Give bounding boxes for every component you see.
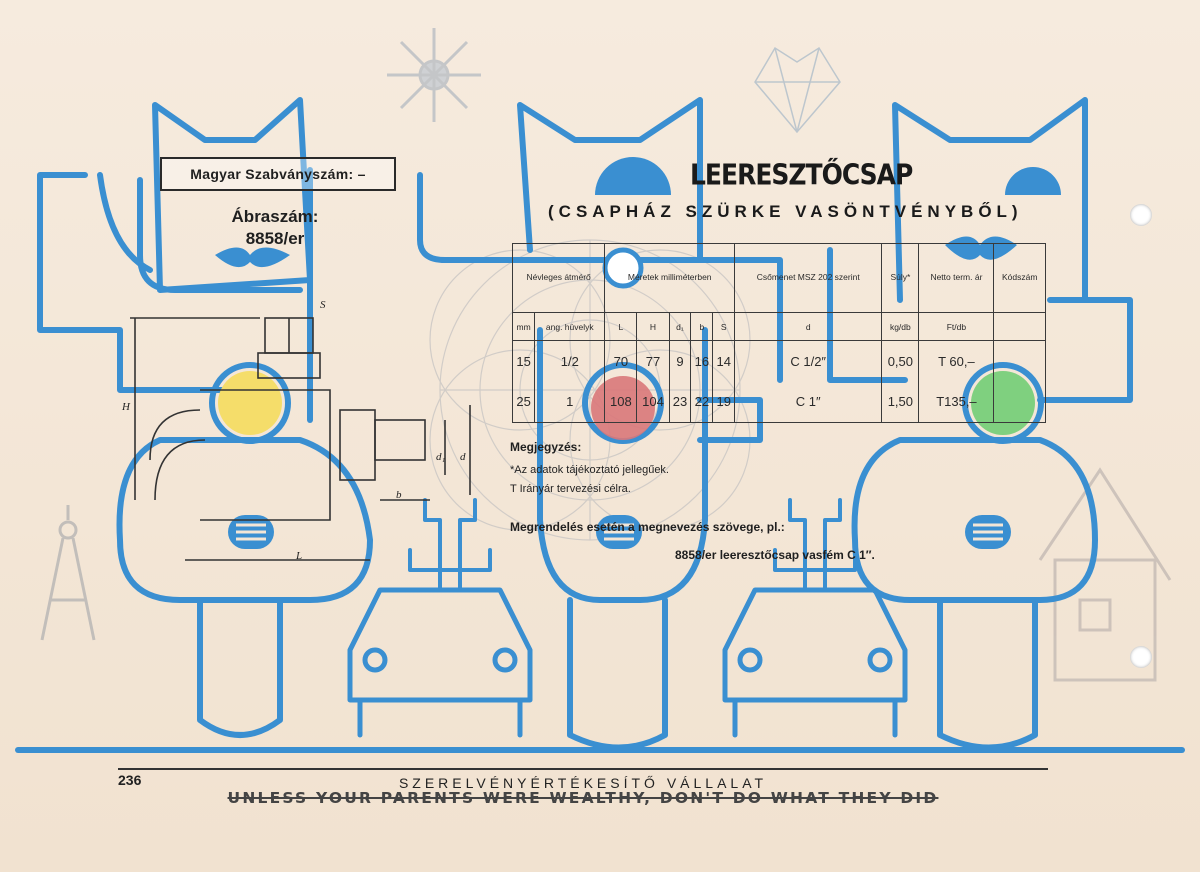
table-cell: 77 (636, 340, 670, 382)
order-example: 8858/er leeresztőcsap vasfém C 1″. (675, 548, 875, 562)
unit-cell: H (636, 311, 670, 342)
unit-cell: d (734, 311, 883, 342)
spec-table: Névleges átmérő Méretek milliméterben Cs… (511, 243, 1046, 423)
car-icon-right (722, 587, 908, 738)
dim-label-b: b (396, 489, 402, 501)
mustache-icon (215, 247, 290, 268)
table-cell: 9 (668, 340, 692, 382)
cat-rider-middle (417, 97, 783, 751)
table-cell: 1 (534, 381, 606, 423)
table-cell: 70 (604, 340, 638, 382)
castle-icon-left (408, 498, 492, 592)
table-cell: 14 (712, 340, 736, 382)
col-thread: Csőmenet MSZ 202 szerint (734, 243, 883, 313)
table-cell: 1,50 (881, 381, 920, 423)
table-cell: 15 (511, 340, 536, 382)
col-dimensions: Méretek milliméterben (604, 243, 736, 313)
unit-cell: Ft/db (918, 311, 995, 342)
table-row: 15 1/2 70 77 9 16 14 C 1/2″ 0,50 T 60,– (511, 340, 1046, 382)
slogan: UNLESS YOUR PARENTS WERE WEALTHY, DON'T … (227, 789, 939, 807)
company-name: SZERELVÉNYÉRTÉKESÍTŐ VÁLLALAT (398, 775, 768, 791)
cat-rider-left (37, 97, 373, 738)
standard-label: Magyar Szabványszám: – (190, 166, 366, 182)
col-code: Kódszám (993, 243, 1046, 313)
unit-cell: L (604, 311, 638, 342)
order-text: Megrendelés esetén a megnevezés szövege,… (510, 520, 785, 534)
notes-line-1: *Az adatok tájékoztató jellegűek. (510, 464, 669, 476)
table-header-row: Névleges átmérő Méretek milliméterben Cs… (511, 243, 1046, 313)
table-cell: 108 (604, 381, 638, 423)
notes-line-2: T Irányár tervezési célra. (510, 483, 631, 495)
dim-label-d1: d₁ (436, 451, 446, 463)
footer-rule (118, 768, 1048, 770)
unit-cell: mm (511, 311, 536, 342)
page-title: LEERESZTŐCSAP (690, 157, 913, 192)
table-cell: T 60,– (918, 340, 995, 382)
dim-label-s: S (320, 299, 326, 311)
cat-face-left (215, 247, 290, 268)
notes-heading: Megjegyzés: (510, 440, 582, 454)
page-subtitle: (CSAPHÁZ SZÜRKE VASÖNTVÉNYBŐL) (548, 202, 1023, 221)
castle-icon-right (773, 498, 857, 592)
table-units-row: mm ang. hüvelyk L H d₁ b S d kg/db Ft/db (511, 311, 1046, 342)
sun-icon (387, 28, 481, 122)
standard-number-box: Magyar Szabványszám: – (160, 157, 396, 191)
table-cell (993, 340, 1046, 382)
table-cell: C 1/2″ (734, 340, 883, 382)
figure-number: 8858/er (245, 229, 305, 248)
unit-cell: S (712, 311, 736, 342)
car-icon-left (347, 587, 533, 738)
punch-hole-top (1130, 204, 1152, 226)
unit-cell: kg/db (881, 311, 920, 342)
table-cell: 0,50 (881, 340, 920, 382)
unit-cell: ang. hüvelyk (534, 311, 606, 342)
table-row: 25 1 108 104 23 22 19 C 1″ 1,50 T135,– (511, 381, 1046, 423)
house-icon (1038, 467, 1172, 682)
table-cell: 19 (712, 381, 736, 423)
col-nominal: Névleges átmérő (511, 243, 606, 313)
unit-cell: b (690, 311, 714, 342)
unit-cell (993, 311, 1046, 342)
table-cell: C 1″ (734, 381, 883, 423)
page-number: 236 (118, 772, 142, 788)
col-weight: Súly* (881, 243, 920, 313)
punch-hole-bottom (1130, 646, 1152, 668)
dim-label-h: H (121, 401, 131, 413)
table-cell: 25 (511, 381, 536, 423)
figure-label: Ábraszám: (231, 207, 319, 226)
notes-block: Megjegyzés: *Az adatok tájékoztató jelle… (510, 440, 669, 502)
table-cell: 16 (690, 340, 714, 382)
table-cell (993, 381, 1046, 423)
col-price: Netto term. ár (918, 243, 995, 313)
dim-label-l: L (295, 550, 302, 562)
table-cell: T135,– (918, 381, 995, 423)
table-cell: 23 (668, 381, 692, 423)
dim-label-d: d (460, 451, 466, 463)
unit-cell: d₁ (668, 311, 692, 342)
table-cell: 22 (690, 381, 714, 423)
headlight-yellow (218, 371, 282, 435)
compass-icon (40, 505, 96, 641)
table-cell: 104 (636, 381, 670, 423)
table-cell: 1/2 (534, 340, 606, 382)
valve-drawing (130, 317, 471, 561)
heart-icon (754, 46, 841, 134)
